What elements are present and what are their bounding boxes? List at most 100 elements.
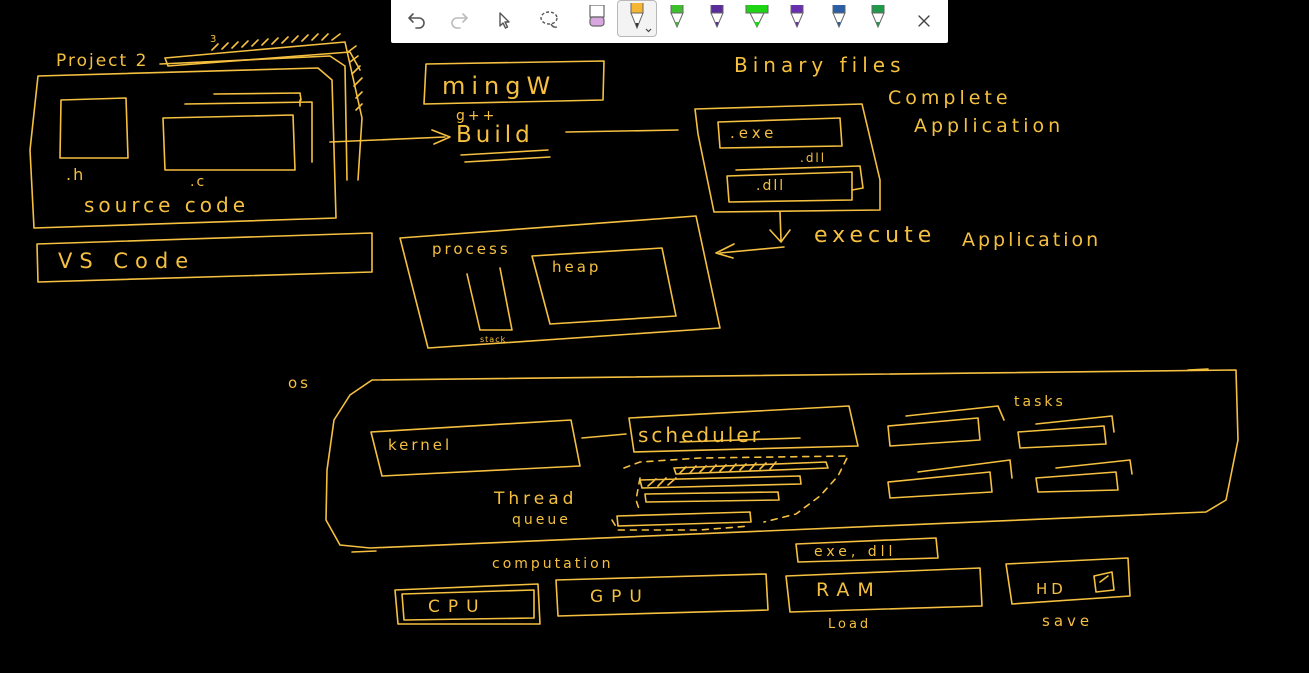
pen-icon: [790, 5, 804, 29]
arrow-to-build: [329, 129, 451, 145]
pointer-icon: [499, 12, 510, 29]
pen-purple-button[interactable]: [705, 0, 729, 36]
queue-bar-4: [616, 511, 752, 527]
vscode-label: VS Code: [58, 249, 195, 273]
scheduler-label: scheduler: [638, 423, 763, 447]
hd-box-icon: [1093, 571, 1115, 593]
heap-label: heap: [552, 258, 601, 276]
application-label-2: Application: [962, 229, 1101, 251]
heap-box: [531, 247, 677, 325]
execute-arrow: [769, 211, 791, 243]
project-frame: [29, 67, 337, 229]
redo-icon: [451, 13, 468, 29]
gpp-label: g++: [456, 108, 497, 124]
kernel-to-scheduler: [581, 433, 627, 439]
close-button[interactable]: [911, 3, 937, 39]
build-to-binary-line: [565, 129, 679, 133]
os-frame: [325, 369, 1239, 549]
lasso-button[interactable]: [534, 2, 564, 38]
load-label: Load: [828, 617, 871, 632]
undo-icon: [408, 13, 425, 29]
close-icon: [918, 15, 930, 27]
pen-green-button[interactable]: [665, 0, 689, 36]
queue-bar-3: [644, 491, 780, 503]
mingw-box: [423, 60, 605, 105]
complete-label: Complete: [888, 87, 1012, 109]
queue-dashed-enclosure: [611, 455, 849, 531]
tasks-label: tasks: [1014, 394, 1066, 410]
pen-icon: [871, 5, 885, 29]
cpu-box: [394, 583, 541, 625]
exe-dll-label: exe, dll: [814, 544, 896, 560]
eraser-button[interactable]: [583, 0, 611, 36]
c-file-box: [162, 114, 296, 171]
pen-teal-button[interactable]: [866, 0, 890, 36]
task-box-4: [1035, 459, 1133, 493]
hd-label: HD: [1036, 580, 1067, 598]
h-file-box: [59, 97, 129, 159]
project-label: Project 2: [56, 51, 148, 71]
save-label: save: [1042, 612, 1093, 630]
eraser-icon: [589, 5, 605, 27]
pen-bright-green-button[interactable]: [743, 0, 771, 36]
ink-toolbar: [391, 0, 948, 43]
gpu-box: [555, 573, 769, 617]
scheduler-underline: [679, 437, 801, 443]
thread-label: Thread: [493, 489, 577, 509]
c-file-box-back: [184, 92, 313, 163]
redo-button[interactable]: [445, 2, 475, 38]
execute-label: execute: [814, 223, 936, 248]
pen-icon: [745, 5, 769, 29]
exe-dll-box: [795, 537, 939, 563]
pen-icon: [630, 2, 652, 32]
h-file-label: .h: [66, 165, 85, 184]
kernel-label: kernel: [388, 436, 452, 454]
exe-label: .exe: [730, 124, 777, 142]
build-label: Build: [456, 122, 534, 148]
cpu-label: CPU: [428, 597, 487, 617]
c-file-label: .c: [190, 174, 206, 190]
select-button[interactable]: [489, 2, 519, 38]
project-stack-mid: [159, 55, 348, 181]
os-label: os: [288, 374, 311, 392]
scheduler-box: [628, 405, 859, 453]
pen-yellow-button[interactable]: [617, 0, 657, 37]
lasso-icon: [540, 11, 558, 28]
binary-files-label: Binary files: [734, 53, 906, 77]
project-num: 3: [210, 34, 216, 45]
dll-box: [726, 171, 853, 203]
stack-label: stack: [480, 335, 506, 344]
project-hatch: [211, 33, 363, 111]
dll-label-2: .dll: [756, 178, 785, 194]
mingw-label: mingW: [442, 72, 556, 100]
ram-label: RAM: [816, 579, 882, 601]
hd-box: [1005, 557, 1131, 605]
dll-label-1: .dll: [800, 151, 826, 165]
undo-button[interactable]: [401, 2, 431, 38]
kernel-box: [370, 419, 581, 477]
process-box: [399, 215, 721, 349]
computation-label: computation: [492, 556, 614, 572]
pen-violet-button[interactable]: [785, 0, 809, 36]
vscode-box: [36, 232, 373, 283]
pen-icon: [832, 5, 846, 29]
os-frame-top-line: [351, 368, 1209, 553]
task-box-2: [1017, 415, 1115, 449]
build-underline: [460, 149, 551, 163]
application-label: Application: [914, 115, 1064, 137]
queue-label: queue: [512, 512, 571, 528]
task-box-3: [887, 459, 1013, 499]
pen-blue-button[interactable]: [827, 0, 851, 36]
pen-icon: [710, 5, 724, 29]
arrow-to-process: [715, 243, 785, 259]
binary-box: [694, 103, 881, 213]
process-label: process: [432, 240, 511, 258]
source-code-label: source code: [84, 193, 249, 217]
queue-bar-2: [639, 475, 802, 489]
task-box-1: [887, 405, 1005, 447]
dll-box-back: [735, 165, 864, 191]
pen-icon: [670, 5, 684, 29]
stack-lines: [466, 267, 513, 331]
